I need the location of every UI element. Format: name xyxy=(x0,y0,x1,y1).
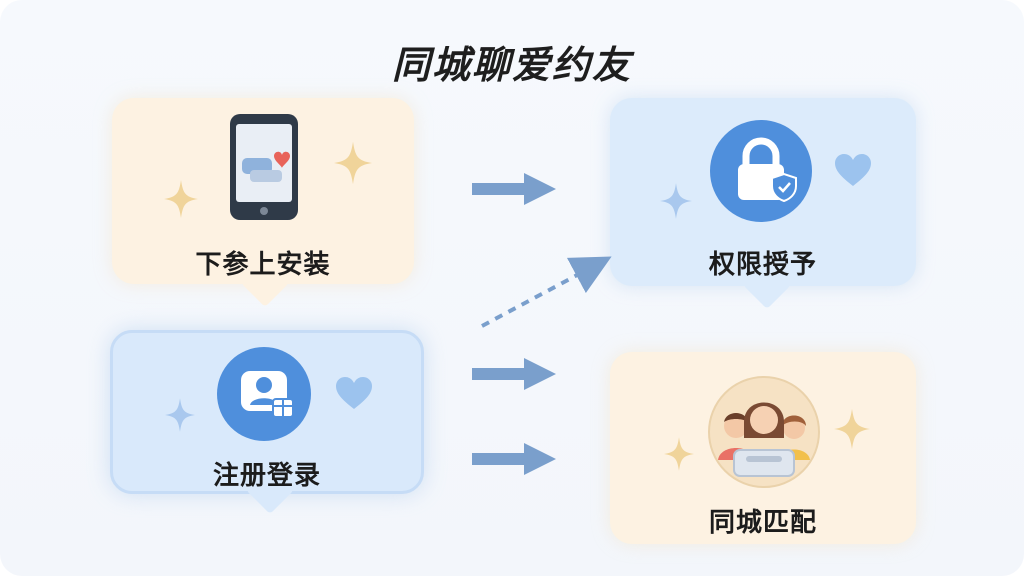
diagram-title: 同城聊爱约友 xyxy=(391,43,632,87)
sparkle-icon xyxy=(164,180,198,218)
step-label: 下参上安装 xyxy=(195,250,331,280)
heart-icon xyxy=(834,154,872,188)
user-profile-gift-icon xyxy=(217,347,311,441)
step-card-match: 同城匹配 xyxy=(610,352,916,544)
sparkle-icon xyxy=(660,182,692,220)
step-card-register: 注册登录 xyxy=(110,330,424,515)
sparkle-icon xyxy=(334,140,372,186)
step-label: 权限授予 xyxy=(708,250,817,280)
step-label: 注册登录 xyxy=(212,461,321,491)
smartphone-chat-icon xyxy=(228,112,300,222)
heart-icon xyxy=(335,377,373,411)
sparkle-icon xyxy=(834,408,870,450)
sparkle-icon xyxy=(165,397,195,433)
step-card-install: 下参上安装 xyxy=(112,98,414,308)
sparkle-icon xyxy=(664,436,694,472)
people-group-icon xyxy=(708,376,820,488)
step-card-permission: 权限授予 xyxy=(610,98,916,310)
padlock-shield-icon xyxy=(710,120,812,222)
step-label: 同城匹配 xyxy=(708,508,817,538)
